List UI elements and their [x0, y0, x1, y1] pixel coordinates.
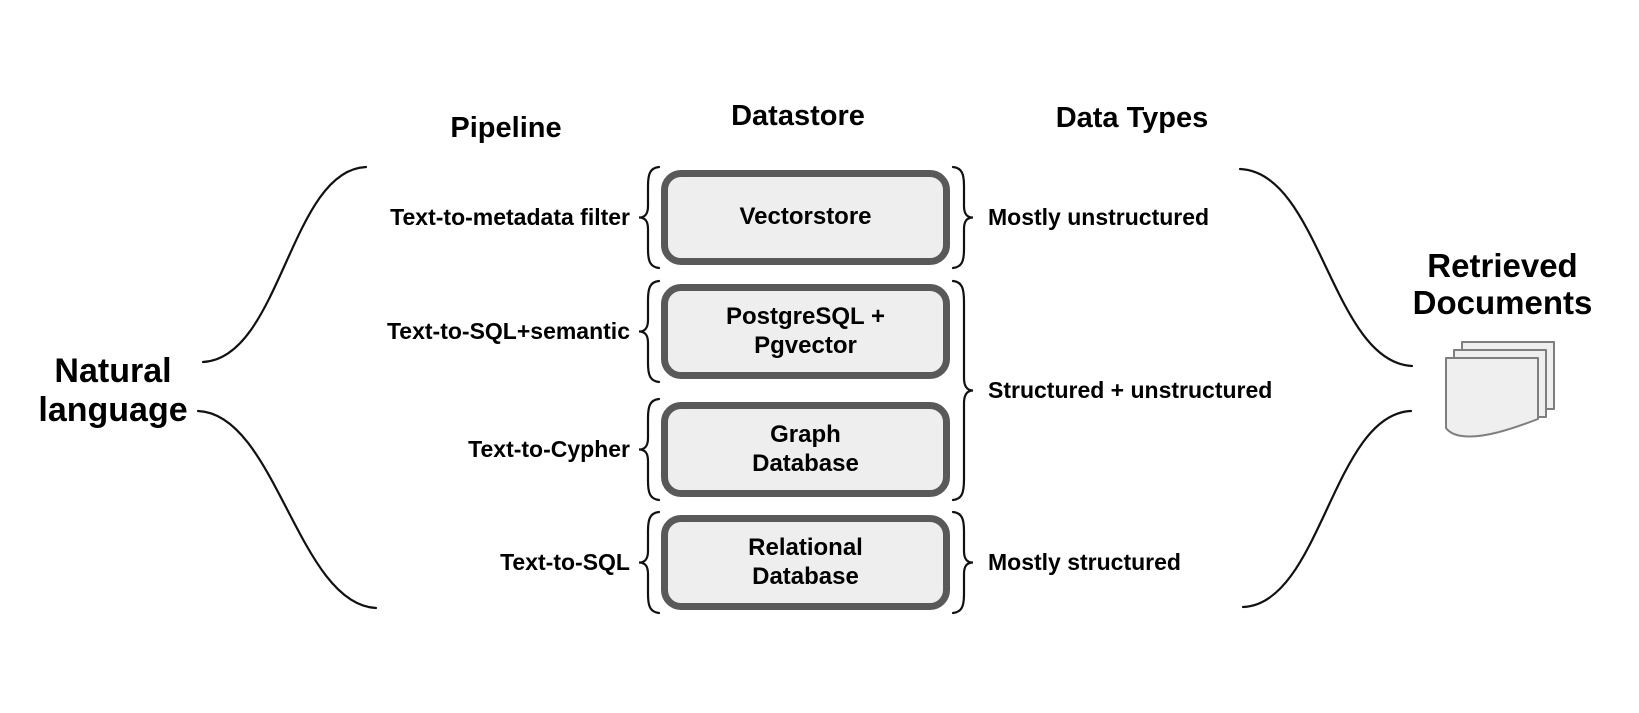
- brace-left-row3: [638, 397, 661, 502]
- brace-left-row4: [638, 510, 661, 615]
- datastore-box-row4: Relational Database: [661, 515, 950, 610]
- datastore-box-label: Vectorstore: [739, 203, 872, 231]
- documents-stack-icon: [1445, 341, 1555, 438]
- fan-curve-top-left: [201, 165, 368, 364]
- datastore-box-label: Relational Database: [748, 533, 863, 590]
- brace-right-row4: [951, 510, 974, 615]
- data-type-label-3: Mostly structured: [988, 549, 1181, 575]
- pipeline-label-row2: Text-to-SQL+semantic: [386, 318, 630, 344]
- brace-right-rows2-3: [951, 279, 974, 502]
- brace-right-row1: [951, 165, 974, 270]
- brace-left-row1: [638, 165, 661, 270]
- pipeline-label-row3: Text-to-Cypher: [468, 436, 630, 462]
- data-type-label-1: Mostly unstructured: [988, 204, 1210, 230]
- datastore-box-row2: PostgreSQL + Pgvector: [661, 284, 950, 379]
- datastore-box-label: PostgreSQL + Pgvector: [726, 302, 885, 359]
- datastore-box-row3: Graph Database: [661, 402, 950, 497]
- pipeline-label-row1: Text-to-metadata filter: [390, 204, 630, 230]
- datastore-box-row1: Vectorstore: [661, 170, 950, 265]
- natural-language-label: Natural language: [38, 352, 188, 430]
- fan-curve-bottom-left: [196, 409, 378, 610]
- pipeline-label-row4: Text-to-SQL: [500, 549, 630, 575]
- pipeline-header: Pipeline: [450, 112, 562, 144]
- retrieved-documents-label: Retrieved Documents: [1412, 247, 1593, 322]
- data-type-label-2: Structured + unstructured: [988, 377, 1273, 403]
- data-types-header: Data Types: [1055, 102, 1209, 134]
- fan-curve-bottom-right: [1241, 409, 1413, 609]
- datastore-header: Datastore: [731, 100, 865, 132]
- document-page-front: [1445, 357, 1539, 438]
- fan-curve-top-right: [1238, 167, 1414, 368]
- brace-left-row2: [638, 279, 661, 384]
- datastore-box-label: Graph Database: [752, 420, 859, 477]
